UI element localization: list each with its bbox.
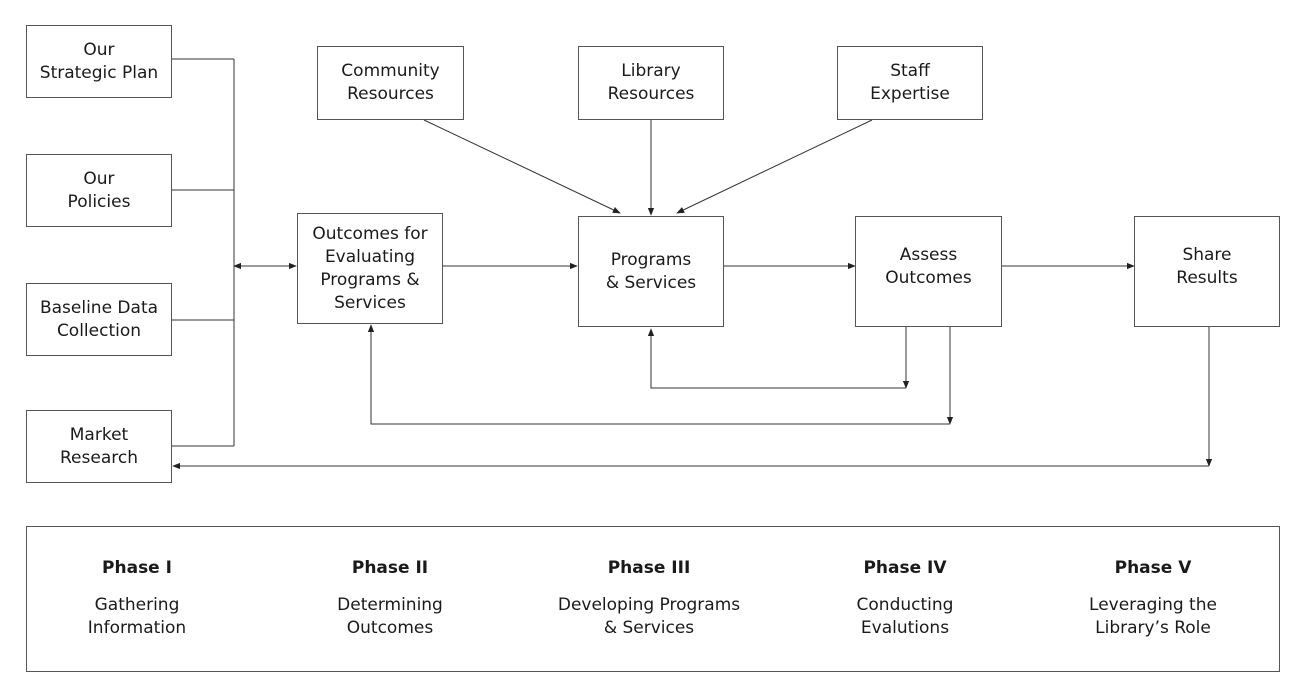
assess-to-programs-loop	[647, 328, 906, 389]
share-results-box: Share Results	[1134, 216, 1280, 327]
assess-to-outcomes-loop	[367, 324, 950, 425]
phase-2: Phase II Determining Outcomes	[270, 557, 510, 640]
strategic-plan-box: Our Strategic Plan	[26, 25, 172, 98]
phase-1-description: Gathering Information	[87, 595, 187, 638]
phase-4-description: Conducting Evalutions	[856, 595, 954, 638]
phase-1: Phase I Gathering Information	[17, 557, 257, 640]
assess-outcomes-box: Assess Outcomes	[855, 216, 1002, 327]
phase-1-title: Phase I	[102, 558, 172, 578]
phase-3-title: Phase III	[607, 558, 691, 578]
staff-to-programs-arrow	[676, 119, 873, 214]
phase-5-description: Leveraging the Library’s Role	[1089, 595, 1217, 638]
market-research-box: Market Research	[26, 410, 172, 483]
phase-3-description: Developing Programs & Services	[557, 595, 741, 638]
phase-5: Phase V Leveraging the Library’s Role	[1033, 557, 1273, 640]
staff-expertise-box: Staff Expertise	[837, 46, 983, 120]
phase-5-title: Phase V	[1114, 558, 1192, 578]
phase-2-description: Determining Outcomes	[337, 595, 443, 638]
policies-box: Our Policies	[26, 154, 172, 227]
community-to-programs-arrow	[423, 119, 621, 214]
phase-4: Phase IV Conducting Evalutions	[785, 557, 1025, 640]
phases-panel: Phase I Gathering Information Phase II D…	[26, 526, 1280, 672]
phase-4-title: Phase IV	[863, 558, 947, 578]
outcomes-for-evaluating-box: Outcomes for Evaluating Programs & Servi…	[297, 213, 443, 324]
library-resources-box: Library Resources	[578, 46, 724, 120]
programs-services-box: Programs & Services	[578, 216, 724, 327]
phase-2-title: Phase II	[351, 558, 429, 578]
phase-3: Phase III Developing Programs & Services	[529, 557, 769, 640]
community-resources-box: Community Resources	[317, 46, 464, 120]
baseline-data-box: Baseline Data Collection	[26, 283, 172, 356]
